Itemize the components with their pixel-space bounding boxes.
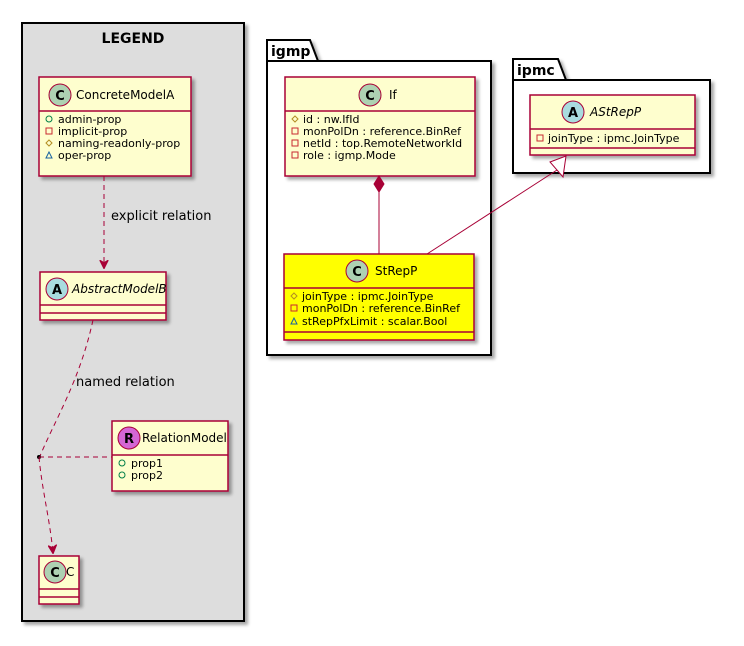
stereotype-letter: A	[568, 106, 578, 121]
class-relation-model[interactable]: R RelationModel prop1 prop2	[111, 420, 229, 492]
stereotype-letter: C	[50, 566, 60, 581]
stereotype-letter: C	[55, 89, 65, 104]
attr-visibility-private-icon	[291, 139, 299, 147]
class-attribute: prop1	[131, 457, 163, 470]
package-name: ipmc	[517, 63, 555, 79]
named-relation-line	[39, 319, 94, 457]
named-relation-arrow	[38, 456, 53, 553]
class-name: RelationModel	[142, 431, 227, 445]
class-stereotype-icon	[358, 83, 382, 107]
class-name: If	[389, 88, 398, 102]
class-attribute: joinType : ipmc.JoinType	[301, 290, 434, 303]
inheritance-arrowhead	[549, 155, 567, 179]
inheritance-relation	[426, 155, 567, 255]
class-name: AStRepP	[589, 105, 642, 119]
stereotype-letter: C	[352, 265, 362, 280]
legend-panel: LEGEND C ConcreteModelA admin-prop impli…	[21, 22, 245, 622]
class-attribute: monPolDn : reference.BinRef	[303, 125, 462, 138]
class-stereotype-icon	[43, 560, 67, 584]
class-stereotype-icon	[48, 83, 72, 107]
class-astrepp[interactable]: A AStRepP joinType : ipmc.JoinType	[529, 94, 696, 156]
class-attribute: prop2	[131, 469, 163, 482]
class-attribute: role : igmp.Mode	[303, 149, 396, 162]
attr-visibility-private-icon	[45, 127, 53, 135]
attr-visibility-private-icon	[291, 151, 299, 159]
stereotype-letter: R	[124, 432, 134, 447]
class-abstract-model-b[interactable]: A AbstractModelB	[39, 271, 167, 321]
attr-visibility-private-icon	[536, 134, 544, 142]
class-if[interactable]: C If id : nw.IfId monPolDn : reference.B…	[284, 76, 476, 177]
class-stereotype-icon	[561, 100, 585, 124]
stereotype-letter: C	[365, 89, 375, 104]
class-stereotype-icon	[117, 426, 141, 450]
attr-visibility-public-icon	[118, 471, 126, 479]
class-c[interactable]: C C	[38, 555, 80, 605]
attr-visibility-package-icon	[45, 150, 53, 159]
class-stereotype-icon	[345, 259, 369, 283]
attr-visibility-private-icon	[291, 127, 299, 135]
package-name: igmp	[271, 44, 310, 60]
package-ipmc: ipmc A AStRepP joinType : ipmc.JoinType	[512, 58, 711, 174]
class-name: ConcreteModelA	[76, 88, 175, 102]
attr-visibility-protected-icon	[291, 115, 299, 123]
class-name: AbstractModelB	[71, 282, 167, 296]
legend-title: LEGEND	[102, 31, 165, 47]
class-attribute: admin-prop	[58, 113, 121, 126]
class-attribute: joinType : ipmc.JoinType	[547, 132, 680, 145]
class-attribute: id : nw.IfId	[303, 113, 360, 126]
attr-visibility-public-icon	[118, 459, 126, 467]
class-attribute: oper-prop	[58, 149, 111, 162]
class-attribute: implicit-prop	[58, 125, 127, 138]
class-attribute: naming-readonly-prop	[58, 137, 180, 150]
composition-relation	[373, 175, 385, 254]
package-igmp: igmp C If id : nw.IfId monPolDn : refere…	[266, 39, 492, 356]
class-name: StRepP	[375, 264, 417, 278]
attr-visibility-public-icon	[45, 115, 53, 123]
class-attribute: stRepPfxLimit : scalar.Bool	[302, 315, 447, 328]
attr-visibility-protected-icon	[290, 292, 298, 300]
class-name: C	[66, 565, 74, 579]
attr-visibility-private-icon	[290, 304, 298, 312]
class-attribute: monPolDn : reference.BinRef	[302, 302, 461, 315]
class-stereotype-icon	[45, 277, 69, 301]
class-attribute: netId : top.RemoteNetworkId	[303, 137, 462, 150]
named-relation-label: named relation	[76, 375, 175, 390]
class-strepp[interactable]: C StRepP joinType : ipmc.JoinType monPol…	[283, 253, 475, 341]
attr-visibility-protected-icon	[45, 139, 53, 147]
explicit-relation-label: explicit relation	[111, 209, 211, 224]
attr-visibility-package-icon	[290, 316, 298, 325]
class-concrete-model-a[interactable]: C ConcreteModelA admin-prop implicit-pro…	[38, 76, 192, 177]
stereotype-letter: A	[52, 283, 62, 298]
